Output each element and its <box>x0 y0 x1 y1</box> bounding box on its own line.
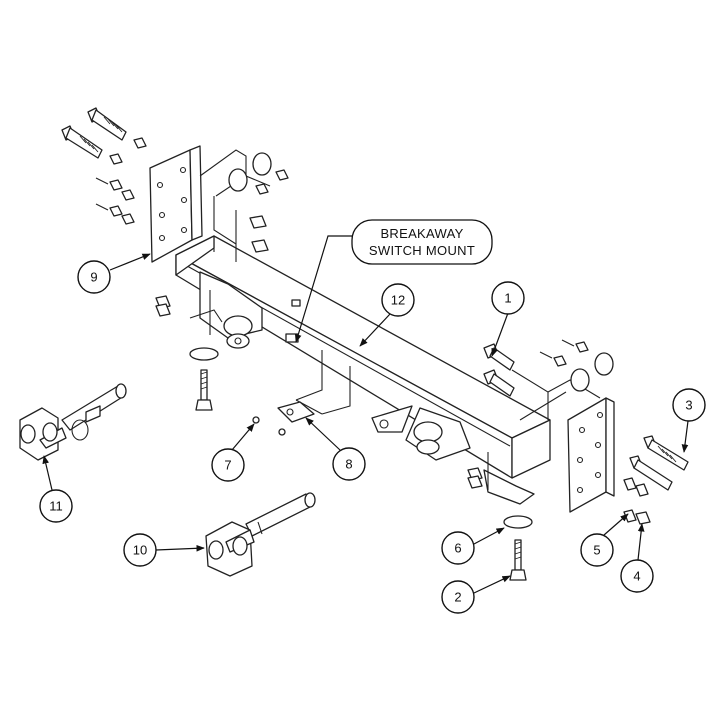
callout-9: 9 <box>77 253 151 294</box>
callout-6: 6 <box>441 527 505 565</box>
left-mounting-plate <box>149 145 203 263</box>
callout-5: 5 <box>580 513 629 567</box>
breakaway-switch-mount-label: BREAKAWAY SWITCH MOUNT <box>294 219 493 343</box>
bolts-part-3 <box>623 435 689 525</box>
svg-text:6: 6 <box>454 541 461 556</box>
callout-11: 11 <box>39 455 73 523</box>
hitch-pin-part-11 <box>19 383 127 461</box>
svg-text:4: 4 <box>633 569 640 584</box>
callout-8: 8 <box>305 417 366 481</box>
svg-text:8: 8 <box>345 457 352 472</box>
bolt-lower-right <box>467 467 533 581</box>
bolts-part-1 <box>483 343 515 397</box>
svg-text:7: 7 <box>224 458 231 473</box>
right-side-bracket <box>511 369 601 421</box>
svg-text:9: 9 <box>90 270 97 285</box>
screws-part-7 <box>252 416 286 436</box>
washers-right-bracket <box>539 339 614 392</box>
left-drop-bracket <box>189 271 263 349</box>
nut-group-upper-left <box>95 137 147 225</box>
callout-3: 3 <box>672 388 706 453</box>
svg-text:3: 3 <box>685 398 692 413</box>
callout-10: 10 <box>123 533 205 567</box>
washers-left-bracket <box>228 152 289 253</box>
bolt-upper-left-1 <box>87 107 127 141</box>
hitch-pin-part-10 <box>205 492 316 577</box>
callout-2: 2 <box>441 575 511 614</box>
callout-1: 1 <box>491 281 525 357</box>
svg-text:11: 11 <box>49 499 63 514</box>
svg-text:1: 1 <box>504 291 511 306</box>
svg-text:5: 5 <box>593 543 600 558</box>
callout-7: 7 <box>211 423 255 482</box>
label-line-1: BREAKAWAY <box>380 226 463 241</box>
bolt-upper-left-2 <box>61 125 103 159</box>
svg-text:2: 2 <box>454 590 461 605</box>
svg-text:12: 12 <box>391 293 405 308</box>
bolt-lower-left <box>155 295 219 411</box>
callout-12: 12 <box>359 283 415 347</box>
callout-4: 4 <box>620 523 654 593</box>
label-line-2: SWITCH MOUNT <box>369 243 475 258</box>
switch-plate-part-8 <box>277 401 315 423</box>
svg-text:10: 10 <box>133 543 147 558</box>
right-mounting-plate <box>567 397 615 513</box>
right-drop-bracket <box>371 405 535 505</box>
